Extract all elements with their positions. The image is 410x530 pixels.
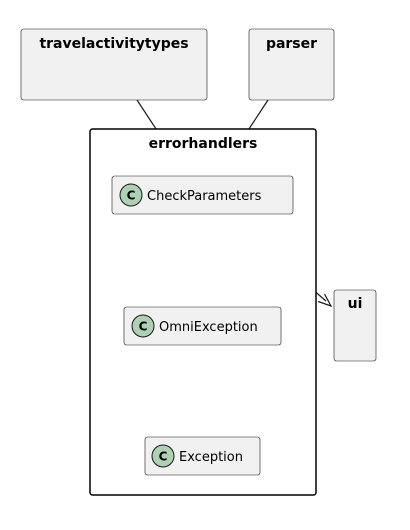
- package-travelactivitytypes-box: [20, 28, 208, 101]
- package-travelactivitytypes[interactable]: travelactivitytypes: [20, 28, 208, 101]
- class-icon: [119, 183, 143, 207]
- class-icon: [151, 444, 175, 468]
- package-parser-box: [248, 28, 335, 101]
- class-icon-letter: C: [139, 320, 148, 334]
- class-exception[interactable]: C Exception: [144, 436, 261, 476]
- package-travelactivitytypes-label: travelactivitytypes: [39, 36, 188, 52]
- class-omniexception-box: [123, 306, 282, 346]
- package-ui-box: [333, 289, 377, 362]
- class-checkparameters-label: CheckParameters: [147, 189, 262, 204]
- class-icon-letter: C: [127, 189, 136, 203]
- class-checkparameters[interactable]: C CheckParameters: [111, 175, 294, 215]
- class-checkparameters-box: [111, 175, 294, 215]
- class-icon-letter: C: [159, 450, 168, 464]
- class-exception-label: Exception: [179, 450, 243, 465]
- package-parser[interactable]: parser: [248, 28, 335, 101]
- class-exception-box: [144, 436, 261, 476]
- class-icon: [131, 314, 155, 338]
- class-omniexception[interactable]: C OmniException: [123, 306, 282, 346]
- package-parser-label: parser: [266, 36, 317, 52]
- package-ui-label: ui: [348, 296, 363, 312]
- package-errorhandlers-label: errorhandlers: [149, 136, 258, 152]
- arrowhead-checkparameters-to-ui: [318, 293, 333, 308]
- class-omniexception-label: OmniException: [159, 320, 258, 335]
- package-ui[interactable]: ui: [333, 289, 377, 362]
